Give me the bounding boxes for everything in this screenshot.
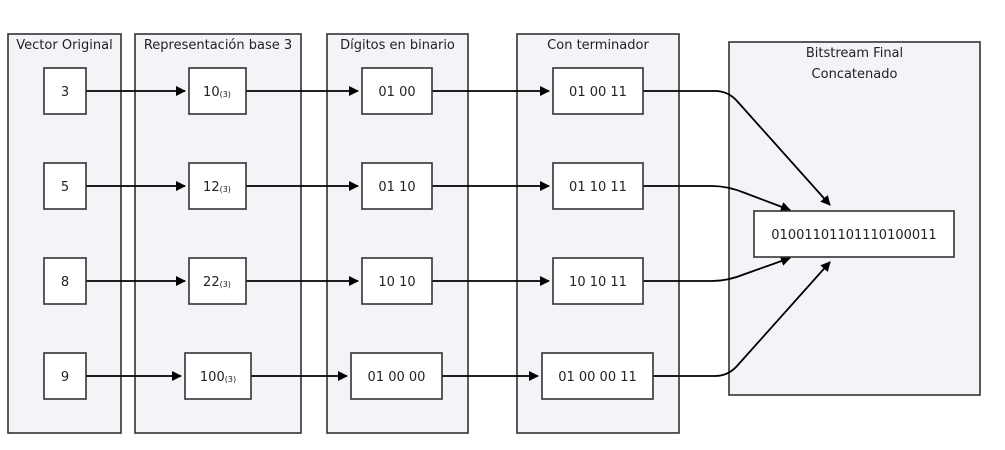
lane-title-binary: Dígitos en binario [340, 38, 455, 53]
node-base3-value-row4: 100 [200, 370, 225, 385]
node-binary-value-row2: 01 10 [378, 180, 415, 195]
edge-terminator-to-bitstream-row2 [643, 185, 791, 212]
edge-terminator-to-bitstream-row4 [653, 261, 831, 377]
node-original-value-row3: 8 [61, 275, 69, 290]
node-base3-row4: 100(3) [184, 352, 252, 400]
node-binary-row1: 01 00 [361, 67, 433, 115]
node-terminator-row3: 10 10 11 [552, 257, 644, 305]
node-terminator-value-row4: 01 00 00 11 [558, 370, 637, 385]
lane-title-final-line1: Bitstream Final [806, 46, 903, 61]
node-base3-value-row2: 12 [203, 180, 220, 195]
edge-terminator-to-bitstream-row3 [643, 256, 791, 282]
node-base3-row2: 12(3) [188, 162, 247, 210]
node-base3-value-row1: 10 [203, 85, 220, 100]
svg-text:10(3): 10(3) [203, 85, 231, 100]
base-subscript: (3) [220, 280, 231, 289]
node-original-row3: 8 [43, 257, 87, 305]
edge-terminator-to-bitstream-row1 [643, 90, 831, 206]
edges [86, 86, 831, 381]
node-terminator-row4: 01 00 00 11 [541, 352, 654, 400]
lane-title-original: Vector Original [16, 38, 112, 53]
svg-text:22(3): 22(3) [203, 275, 231, 290]
node-original-row4: 9 [43, 352, 87, 400]
svg-text:100(3): 100(3) [200, 370, 236, 385]
base-subscript: (3) [220, 90, 231, 99]
node-base3-row1: 10(3) [188, 67, 247, 115]
base-subscript: (3) [220, 185, 231, 194]
base-subscript: (3) [225, 375, 236, 384]
node-binary-row3: 10 10 [361, 257, 433, 305]
node-original-value-row4: 9 [61, 370, 69, 385]
node-original-row1: 3 [43, 67, 87, 115]
node-terminator-value-row1: 01 00 11 [569, 85, 627, 100]
lane-title-base3: Representación base 3 [144, 38, 292, 53]
node-terminator-row2: 01 10 11 [552, 162, 644, 210]
node-binary-row4: 01 00 00 [350, 352, 443, 400]
node-binary-value-row3: 10 10 [378, 275, 415, 290]
node-terminator-row1: 01 00 11 [552, 67, 644, 115]
lane-title-final-line2: Concatenado [812, 67, 898, 82]
node-original-row2: 5 [43, 162, 87, 210]
node-binary-value-row1: 01 00 [378, 85, 415, 100]
node-binary-value-row4: 01 00 00 [368, 370, 426, 385]
node-binary-row2: 01 10 [361, 162, 433, 210]
svg-text:12(3): 12(3) [203, 180, 231, 195]
lane-title-terminator: Con terminador [547, 38, 649, 53]
node-bitstream: 01001101101110100011 [753, 210, 955, 258]
node-original-value-row2: 5 [61, 180, 69, 195]
node-base3-row3: 22(3) [188, 257, 247, 305]
node-bitstream-value: 01001101101110100011 [771, 228, 936, 243]
node-terminator-value-row3: 10 10 11 [569, 275, 627, 290]
node-base3-value-row3: 22 [203, 275, 220, 290]
node-original-value-row1: 3 [61, 85, 69, 100]
node-terminator-value-row2: 01 10 11 [569, 180, 627, 195]
